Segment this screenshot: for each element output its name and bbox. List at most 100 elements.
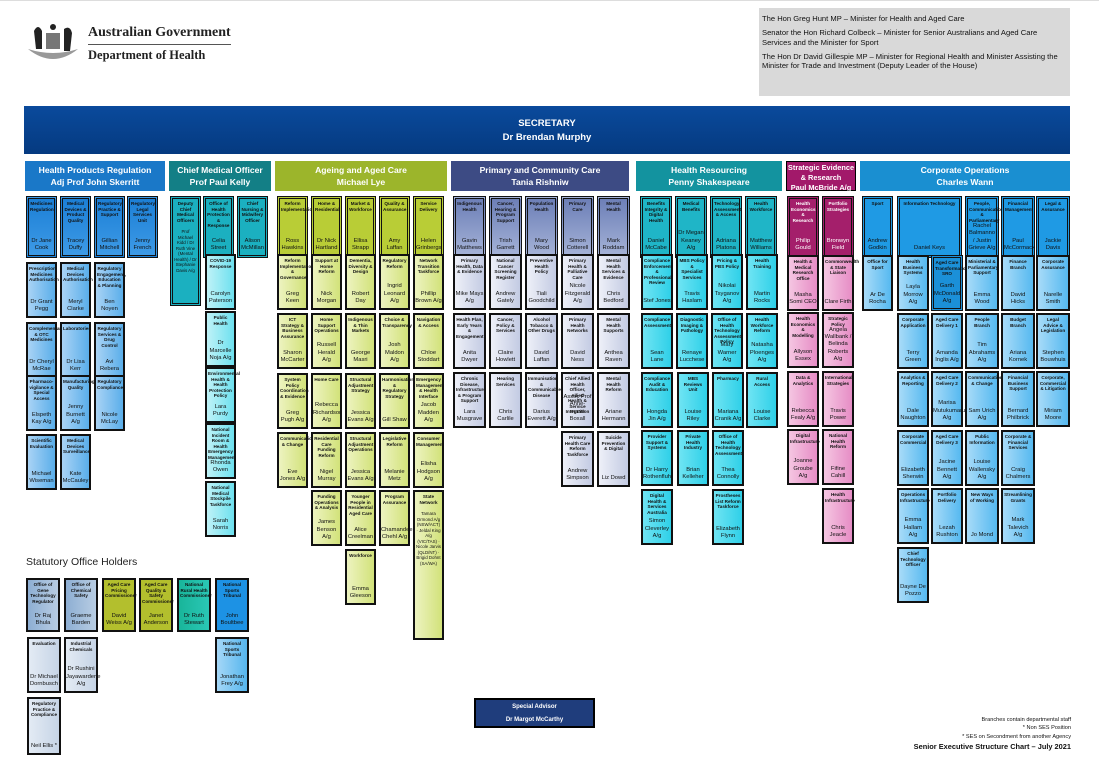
branch-title: Corporate Commercial	[900, 434, 927, 445]
branch-head: Angela Wallbank / Belinda Roberts A/g	[824, 326, 852, 362]
branch-title: Primary Health & Palliative Care	[567, 258, 588, 280]
division-head-name: Charles Wann	[936, 176, 994, 187]
branch-title: National Cancer Screening Register	[494, 258, 517, 280]
branch-title: Communication & Change	[968, 375, 1003, 386]
branch-head: Elizabeth Flynn	[716, 525, 740, 539]
branch-head: Mary Warner A/g	[717, 342, 737, 363]
branch-title: Communication & Change	[280, 436, 315, 447]
chart-title: Senior Executive Structure Chart – July …	[913, 742, 1071, 752]
branch-head: Ariana Kornek	[1008, 349, 1028, 363]
branch-head: Thea Connolly	[716, 466, 740, 480]
branch-head: Darius Everett A/g	[527, 408, 556, 422]
branch-head: Lezah Rushton	[936, 524, 958, 538]
branch-title: Chief Allied Health Officer, Allied Heal…	[564, 376, 591, 414]
branch-head: Dr Cheryl McRae	[29, 358, 54, 372]
branch-box: National Incident Room & Health Emergenc…	[205, 423, 236, 479]
branch-head: Neil Ellis *	[30, 742, 58, 749]
branch-head: Louise Riley	[684, 408, 702, 422]
branch-head: Brian Kelleher	[682, 466, 704, 480]
branch-head: Sarah Norris	[212, 517, 229, 531]
branch-head: Martin Rocks	[753, 290, 771, 304]
branch-head: Ariane Hermann	[601, 408, 626, 422]
division-head-name: Paul McBride A/g	[790, 182, 852, 192]
branch-box: Environmental Health & Health Protection…	[205, 367, 240, 423]
branch-head: Dale Naughton	[900, 407, 926, 421]
branch-title: Rural Access	[753, 376, 771, 387]
branch-head: Bronwyn Field	[826, 237, 850, 251]
branch-title: Consumer Management	[416, 436, 445, 447]
branch-head: Josh Maldon A/g	[384, 342, 404, 363]
branch-title: Primary Care	[568, 201, 587, 212]
branch-title: Information Technology	[903, 201, 956, 206]
branch-head: Dayne De Pozzo	[900, 583, 926, 597]
branch-title: Health Workforce	[749, 201, 773, 212]
branch-title: Prescription Medicines Authorisation	[29, 266, 59, 282]
division-title: Health Products Regulation	[38, 165, 152, 175]
branch-title: Mental Health	[606, 201, 621, 212]
branch-title: Mental Health Services & Evidence	[601, 258, 626, 280]
branch-title: Funding Operations & Analysis	[314, 494, 339, 510]
branch-title: Aged Care Pricing Commissioner	[105, 582, 137, 598]
branch-title: Network Transition Taskforce	[417, 258, 440, 274]
branch-title: Regulatory Reform	[382, 258, 407, 269]
branch-head: Dr Harry Rothenfluh	[643, 466, 672, 480]
branch-head: Dr Lisa Kerr	[66, 358, 85, 372]
branch-head: Alice Creelman	[347, 526, 374, 540]
branch-head: Craig Chalmers	[1005, 466, 1031, 480]
branch-head: Dr Megan Keaney A/g	[678, 230, 704, 251]
branch-title: Complementary & OTC Medicines	[29, 326, 64, 342]
branch-title: Indigenous Health	[457, 201, 482, 212]
branch-head: Kate McCauley	[62, 470, 89, 484]
division-title: Primary and Community Care	[479, 165, 601, 175]
gov-name: Australian Government	[88, 25, 231, 45]
division-head-name: Adj Prof John Skerritt	[50, 176, 140, 187]
branch-box: Chief Allied Health Officer, Allied Heal…	[561, 372, 594, 428]
branch-title: Immunisation & Communicable Disease	[528, 376, 561, 398]
branch-title: Environmental Health & Health Protection…	[208, 371, 240, 398]
branch-title: Prostheses List Reform Taskforce	[715, 493, 741, 509]
branch-head: Sam Urich A/g	[968, 407, 996, 421]
branch-head: Chamandeep Chehl A/g	[381, 526, 416, 540]
branch-head: Carolyn Paterson	[208, 290, 233, 304]
branch-title: Private Health Industry	[683, 434, 703, 450]
branch-title: Cancer, Policy & Services	[496, 317, 515, 333]
branch-title: Public Information	[969, 434, 995, 445]
branch-title: Finance Branch	[1009, 259, 1027, 270]
branch-title: Service Delivery	[419, 201, 438, 212]
branch-head: Nikolai Tsyganov A/g	[714, 283, 740, 304]
branch-box: Chronic Disease, Infrastructure & Progra…	[453, 372, 486, 428]
branch-head: Marisa Mutukumaru A/g	[933, 400, 966, 421]
branch-title: Health Business Systems	[902, 259, 924, 275]
branch-head: Fifine Cahill	[830, 465, 846, 479]
branch-head: Garth McDonald A/g	[934, 283, 961, 304]
branch-head: Michael Wiseman	[29, 470, 54, 484]
branch-title: Financial Management	[1005, 201, 1034, 212]
branch-title: Harmonisation & Regulatory Strategy	[382, 377, 415, 399]
coat-of-arms-icon	[24, 19, 82, 69]
branch-head: Daniel McCabe	[645, 237, 667, 251]
